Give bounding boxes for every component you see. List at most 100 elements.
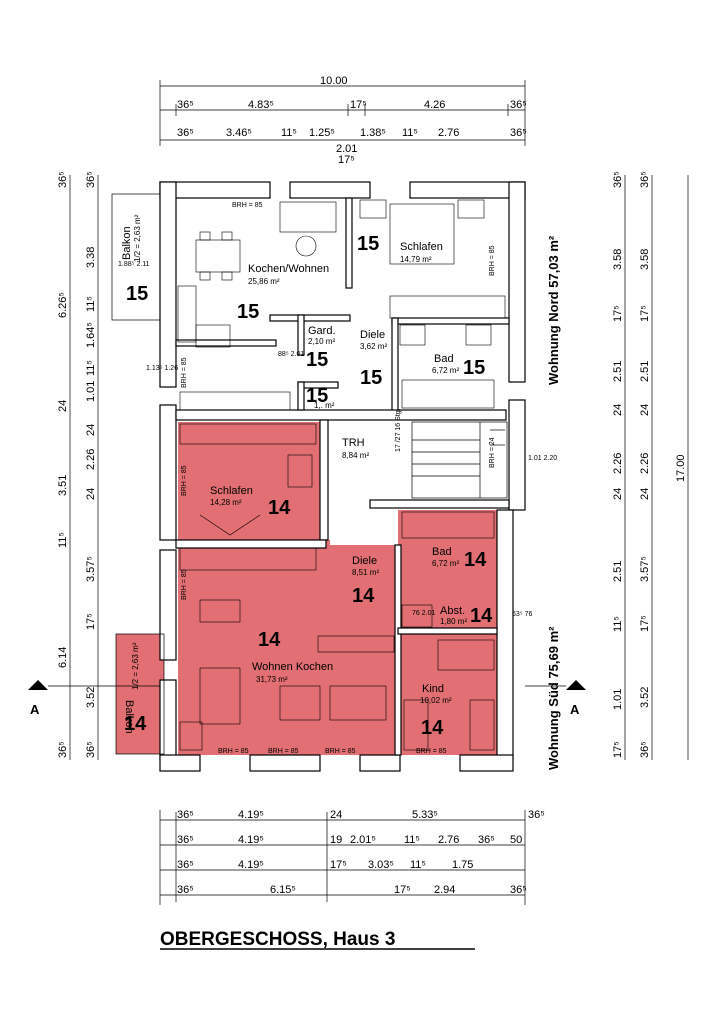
- dim-right-o-6: 2.26: [639, 453, 651, 474]
- top-dimensions: 10.00 36⁵ 4.83⁵ 17⁵ 4.26 36⁵ 36⁵ 3.46⁵ 1…: [159, 75, 527, 166]
- dim-left-o-4: 3.51: [57, 475, 69, 496]
- dim-bottom-r2-h: 50: [510, 834, 522, 846]
- section-marker-left: A: [30, 702, 40, 717]
- dim-top-r2-c: 11⁵: [281, 127, 297, 139]
- dim-right-i-11: 17⁵: [612, 741, 624, 758]
- room-schlafen-north-name: Schlafen: [400, 241, 443, 253]
- room-bad-north-area: 6,72 m²: [432, 366, 459, 375]
- room-kochen-north-area: 25,86 m²: [248, 277, 280, 286]
- interior-walls: [175, 197, 510, 756]
- opening-label-5: 63⁵ 76: [512, 611, 533, 618]
- opening-label-1: 1.88⁵ 2.11: [118, 261, 150, 268]
- dim-right-i-10: 1.01: [612, 689, 624, 710]
- dim-left-o-2: 6.26⁵: [57, 292, 69, 318]
- dim-top-r2-f: 11⁵: [402, 127, 418, 139]
- dim-right-o-11: 36⁵: [639, 741, 651, 758]
- brh-label-3: BRH = 85: [416, 748, 447, 755]
- dim-bottom-r4-d: 2.94: [434, 884, 455, 896]
- dim-top-r1-a: 36⁵: [177, 99, 194, 111]
- dim-left-i-10: 3.57⁵: [85, 556, 97, 582]
- unit-number-kochen-north: 15: [237, 301, 259, 323]
- plan-title: OBERGESCHOSS, Haus 3: [160, 929, 395, 950]
- dim-top-r1-b: 4.83⁵: [248, 99, 274, 111]
- dim-right-o-10: 3.52: [639, 687, 651, 708]
- south-apartment-fill: [116, 422, 497, 755]
- dim-right-i-3: 17⁵: [612, 305, 624, 322]
- room-schlafen-north-area: 14,79 m²: [400, 255, 432, 264]
- room-wohnen-south-name: Wohnen Kochen: [252, 661, 333, 673]
- dim-top-r1-e: 36⁵: [510, 99, 527, 111]
- dim-bottom-r1-b: 4.19⁵: [238, 809, 264, 821]
- dim-bottom-r4-e: 36⁵: [510, 884, 527, 896]
- left-dimensions: 36⁵ 6.26⁵ 24 3.51 11⁵ 6.14 36⁵ 36⁵ 3.38 …: [57, 171, 99, 760]
- furniture-north: [177, 199, 506, 411]
- brh-label-9: BRH = 85: [181, 569, 188, 600]
- apartment-south-label: Wohnung Süd 75,69 m²: [546, 626, 561, 770]
- room-kind-name: Kind: [422, 683, 444, 695]
- dim-right-i-9: 11⁵: [612, 616, 624, 632]
- room-balkon-north-area: 1/2 = 2,63 m²: [133, 214, 142, 262]
- room-labels: Balkon 1/2 = 2,63 m² 15 Kochen/Wohnen 25…: [121, 214, 493, 739]
- dim-right-o-2: 3.58: [639, 249, 651, 270]
- dim-right-i-5: 24: [612, 404, 624, 416]
- room-kind-area: 10,02 m²: [420, 696, 452, 705]
- dim-bottom-r3-b: 4.19⁵: [238, 859, 264, 871]
- dim-top-r2-a: 36⁵: [177, 127, 194, 139]
- dim-top-r2-g: 2.76: [438, 127, 459, 139]
- dim-right-o-4: 2.51: [639, 361, 651, 382]
- dim-bottom-r4-b: 6.15⁵: [270, 884, 296, 896]
- dim-right-i-4: 2.51: [612, 361, 624, 382]
- dim-right-o-1: 36⁵: [639, 171, 651, 188]
- dim-bottom-r2-a: 36⁵: [177, 834, 194, 846]
- dim-total-height: 17.00: [675, 454, 687, 482]
- room-diele-north-area: 3,62 m²: [360, 342, 387, 351]
- dim-left-i-13: 36⁵: [85, 741, 97, 758]
- room-kochen-north-name: Kochen/Wohnen: [248, 263, 329, 275]
- dim-left-o-6: 6.14: [57, 647, 69, 668]
- staircase: [411, 421, 508, 499]
- dim-right-i-7: 24: [612, 488, 624, 500]
- dim-bottom-r4-c: 17⁵: [394, 884, 411, 896]
- dim-left-i-2: 3.38: [85, 247, 97, 268]
- furniture-south: [179, 423, 495, 751]
- unit-number-balkon-north: 15: [126, 283, 148, 305]
- dim-bottom-r1-e: 36⁵: [528, 809, 545, 821]
- room-trh-area: 8,84 m²: [342, 451, 369, 460]
- brh-label-1: BRH = 85: [232, 202, 263, 209]
- annotations: BRH = 85 BRH = 85 BRH = 85 BRH = 85 BRH …: [118, 202, 557, 755]
- dim-top-sub-a: 2.01: [336, 143, 357, 155]
- dim-left-i-8: 2.26: [85, 449, 97, 470]
- dim-bottom-r3-d: 3.03⁵: [368, 859, 394, 871]
- dim-right-i-1: 36⁵: [612, 171, 624, 188]
- room-bad-south-area: 6,72 m²: [432, 559, 459, 568]
- opening-label-3: 88⁵ 2.01: [278, 351, 304, 358]
- dim-right-o-8: 3.57⁵: [639, 556, 651, 582]
- room-balkon-north-name: Balkon: [121, 226, 133, 260]
- room-diele-north-name: Diele: [360, 329, 385, 341]
- dim-bottom-r1-d: 5.33⁵: [412, 809, 438, 821]
- dim-right-i-8: 2.51: [612, 561, 624, 582]
- dim-bottom-r1-c: 24: [330, 809, 342, 821]
- building-walls: [159, 181, 526, 772]
- dim-top-r2-d: 1.25⁵: [309, 127, 335, 139]
- room-diele-south-name: Diele: [352, 555, 377, 567]
- room-trh-name: TRH: [342, 437, 365, 449]
- dim-left-i-1: 36⁵: [85, 171, 97, 188]
- unit-number-abst-north: 15: [306, 385, 328, 407]
- dim-left-o-3: 24: [57, 400, 69, 412]
- dim-left-o-1: 36⁵: [57, 171, 69, 188]
- dim-right-o-5: 24: [639, 404, 651, 416]
- unit-number-abst-south: 14: [470, 605, 493, 627]
- dim-left-o-5: 11⁵: [57, 532, 69, 548]
- dim-left-i-3: 11⁵: [85, 296, 97, 312]
- brh-label-10: BRH = 24: [489, 437, 496, 468]
- dim-left-i-6: 1.01: [85, 381, 97, 402]
- unit-number-gard: 15: [306, 349, 328, 371]
- dim-left-i-4: 1.64⁵: [85, 322, 97, 348]
- apartment-north-label: Wohnung Nord 57,03 m²: [546, 235, 561, 385]
- section-marker-right: A: [570, 702, 580, 717]
- opening-label-6: 76 2.01: [412, 610, 435, 617]
- dim-top-sub-b: 17⁵: [338, 154, 355, 166]
- dim-top-r2-b: 3.46⁵: [226, 127, 252, 139]
- room-gard-area: 2,10 m²: [308, 337, 335, 346]
